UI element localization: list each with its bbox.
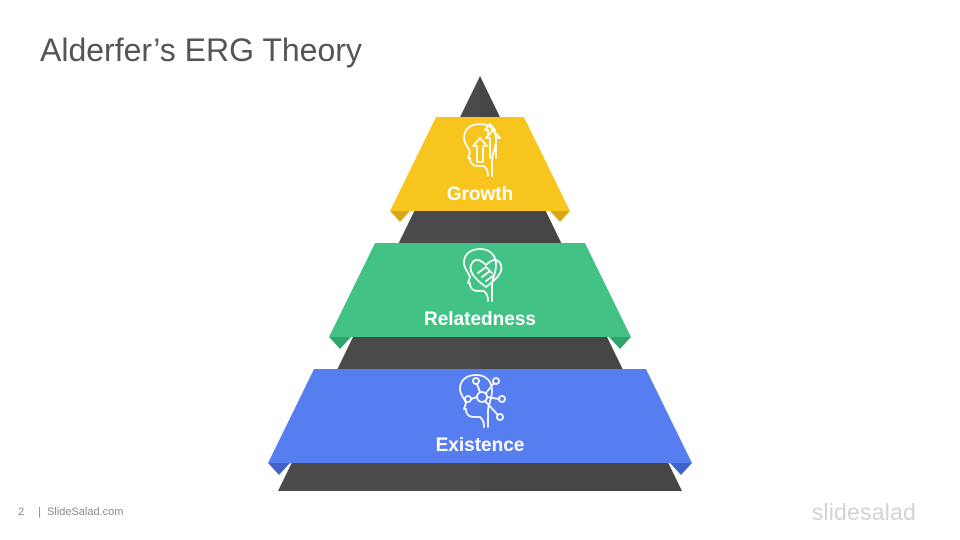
brand-wordmark-logo: slidesalad bbox=[811, 499, 916, 525]
tier-existence-fold-right bbox=[670, 463, 692, 475]
tier-growth-fold-right bbox=[550, 211, 570, 222]
tier-relatedness-fold-right bbox=[609, 337, 631, 349]
tier-existence-label: Existence bbox=[436, 435, 525, 456]
tier-existence-fold-left bbox=[268, 463, 290, 475]
tier-relatedness-fold-left bbox=[329, 337, 351, 349]
head-network-nodes-icon bbox=[459, 374, 506, 428]
slide-footer: 2 | SlideSalad.com bbox=[18, 506, 123, 518]
page-number: 2 bbox=[18, 506, 25, 518]
slide-title: Alderfer’s ERG Theory bbox=[40, 32, 362, 68]
tier-relatedness: Relatedness bbox=[329, 243, 631, 349]
tier-relatedness-band bbox=[329, 243, 631, 337]
tier-growth-fold-left bbox=[390, 211, 410, 222]
tier-growth-label: Growth bbox=[447, 184, 514, 205]
tier-relatedness-label: Relatedness bbox=[424, 309, 536, 330]
footer-separator: | bbox=[38, 506, 41, 518]
tier-growth-band bbox=[390, 117, 570, 211]
tier-growth: Growth bbox=[390, 117, 570, 222]
tier-existence-band bbox=[268, 369, 692, 463]
tier-existence: Existence bbox=[268, 369, 692, 475]
head-growth-arrows-icon bbox=[463, 123, 501, 177]
footer-site: SlideSalad.com bbox=[46, 506, 124, 518]
head-heart-handshake-icon bbox=[463, 248, 503, 302]
